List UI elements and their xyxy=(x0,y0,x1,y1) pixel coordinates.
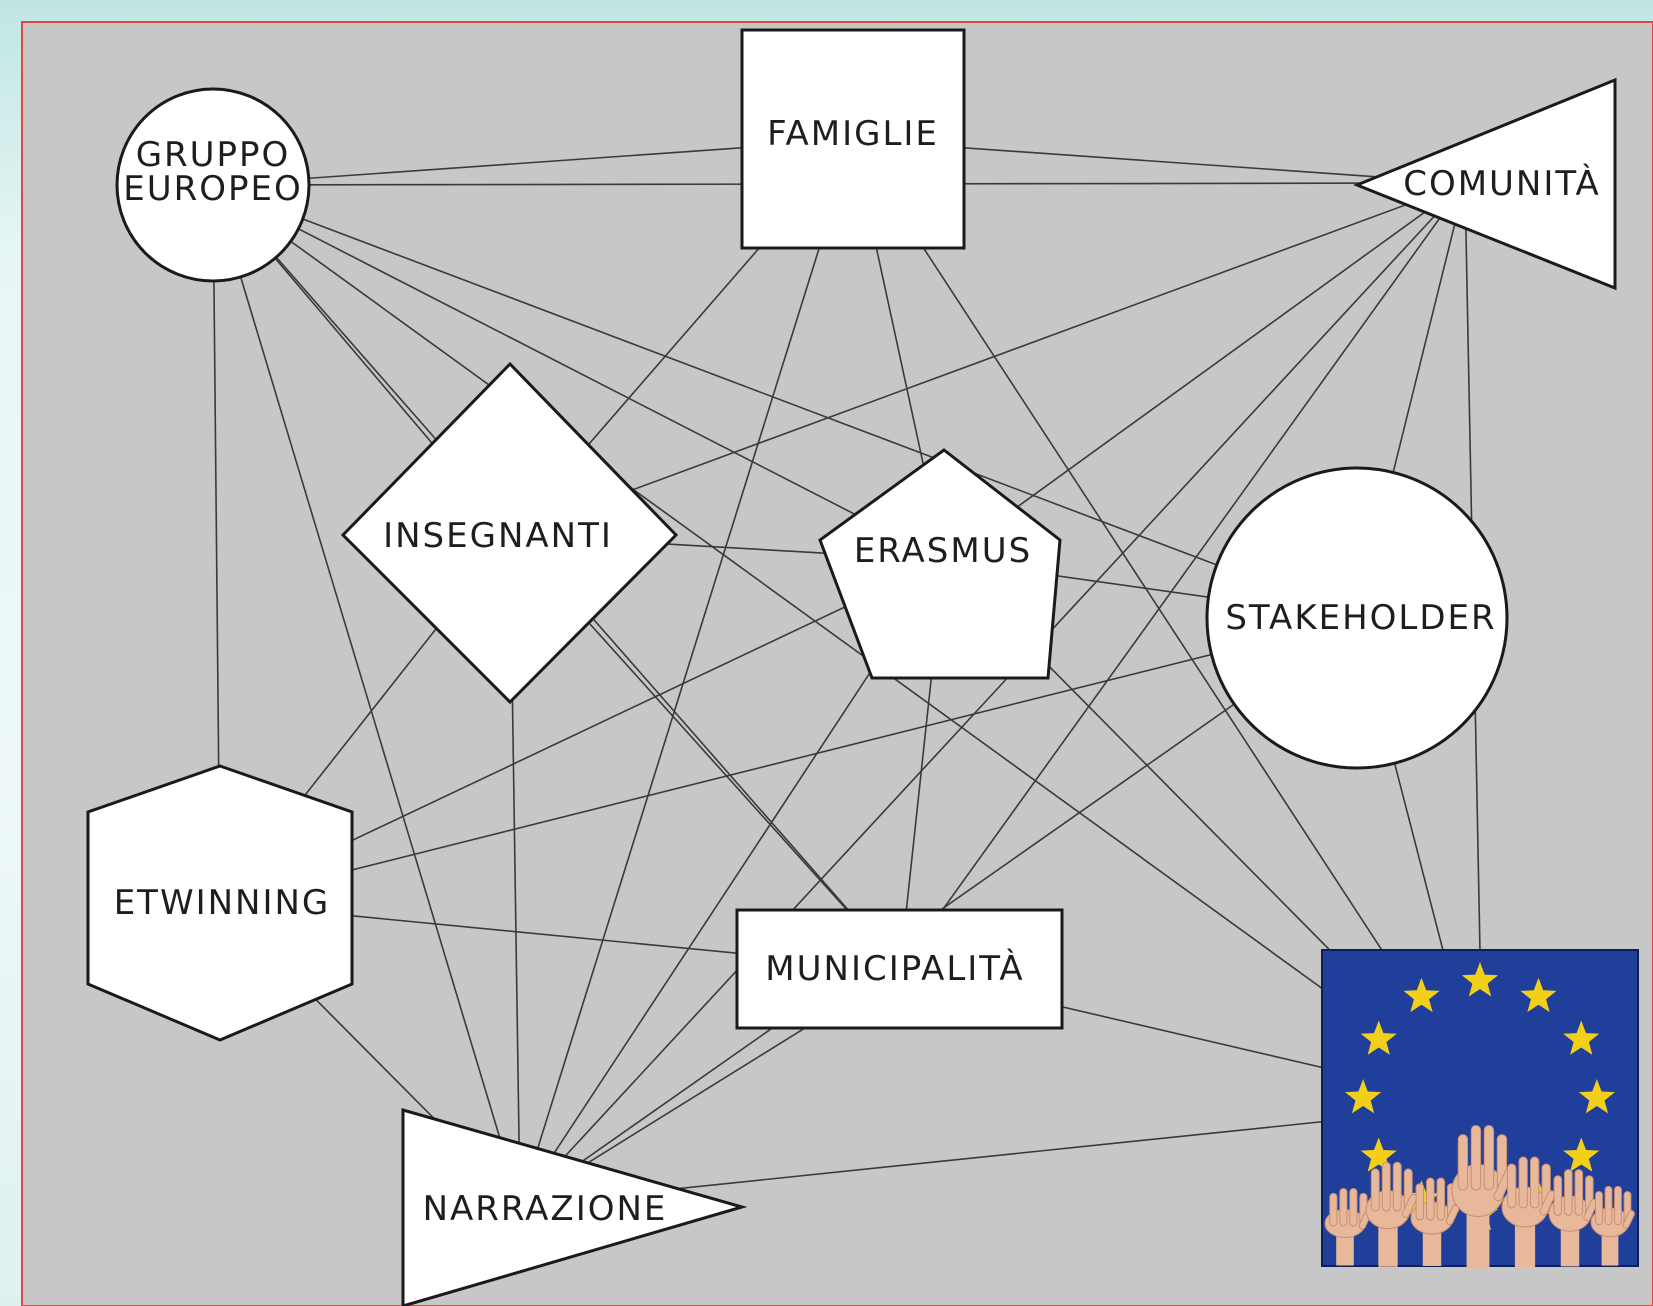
edge-famiglie-eu_image xyxy=(852,139,1484,1106)
node-label: GRUPPO xyxy=(136,135,291,175)
node-famiglie: FAMIGLIE xyxy=(740,28,966,250)
hand-icon xyxy=(1501,1156,1556,1267)
edge-comunita-municipalita xyxy=(899,182,1466,970)
eu-flag-hands-icon xyxy=(1321,949,1639,1269)
node-label: ETWINNING xyxy=(114,883,331,923)
node-municipalita: MUNICIPALITÀ xyxy=(735,908,1064,1030)
node-label: COMUNITÀ xyxy=(1403,163,1601,204)
node-insegnanti: INSEGNANTI xyxy=(340,361,679,705)
edge-comunita-insegnanti xyxy=(509,182,1466,536)
edge-comunita-narrazione xyxy=(519,182,1466,1206)
edge-gruppo-eu_image xyxy=(212,184,1484,1106)
star-icon xyxy=(1360,1137,1397,1172)
edge-gruppo-stakeholder xyxy=(212,184,1358,619)
node-shape xyxy=(1205,466,1509,770)
hand-icon xyxy=(1365,1161,1418,1267)
hand-icon xyxy=(1451,1125,1514,1269)
node-narrazione: NARRAZIONE xyxy=(401,1108,748,1306)
node-shape xyxy=(818,448,1062,680)
node-etwinning: ETWINNING xyxy=(86,764,354,1042)
node-shape xyxy=(735,908,1064,1030)
star-icon xyxy=(1345,1079,1382,1114)
edge-gruppo-narrazione xyxy=(212,184,521,1206)
node-shape xyxy=(115,87,311,283)
node-erasmus: ERASMUS xyxy=(818,448,1062,680)
star-icon xyxy=(1461,962,1499,997)
edge-comunita-erasmus xyxy=(943,182,1466,561)
edge-stakeholder-etwinning xyxy=(219,617,1358,904)
hand-icon xyxy=(1548,1169,1598,1267)
star-icon xyxy=(1360,1020,1397,1055)
node-label: NARRAZIONE xyxy=(423,1189,668,1229)
star-icon xyxy=(1563,1137,1600,1172)
node-shape xyxy=(740,28,966,250)
edge-gruppo-erasmus xyxy=(212,184,945,561)
node-shape xyxy=(340,361,679,705)
node-eu_image xyxy=(1321,949,1639,1269)
node-stakeholder: STAKEHOLDER xyxy=(1205,466,1509,770)
node-comunita: COMUNITÀ xyxy=(1352,77,1617,291)
node-label: FAMIGLIE xyxy=(767,114,939,154)
star-icon xyxy=(1520,977,1557,1013)
node-shape xyxy=(401,1108,748,1306)
node-label: INSEGNANTI xyxy=(383,516,613,556)
hand-icon xyxy=(1410,1177,1460,1266)
star-icon xyxy=(1403,977,1440,1013)
node-shape xyxy=(86,764,354,1042)
edge-famiglie-narrazione xyxy=(519,139,854,1206)
star-icon xyxy=(1578,1079,1615,1114)
node-label: EUROPEO xyxy=(123,169,303,209)
node-label: ERASMUS xyxy=(854,531,1032,571)
node-label: MUNICIPALITÀ xyxy=(765,948,1024,989)
star-icon xyxy=(1563,1020,1600,1055)
node-shape xyxy=(1352,77,1617,291)
node-label: STAKEHOLDER xyxy=(1225,598,1496,638)
hand-icon xyxy=(1590,1185,1635,1266)
hand-icon xyxy=(1324,1188,1371,1266)
